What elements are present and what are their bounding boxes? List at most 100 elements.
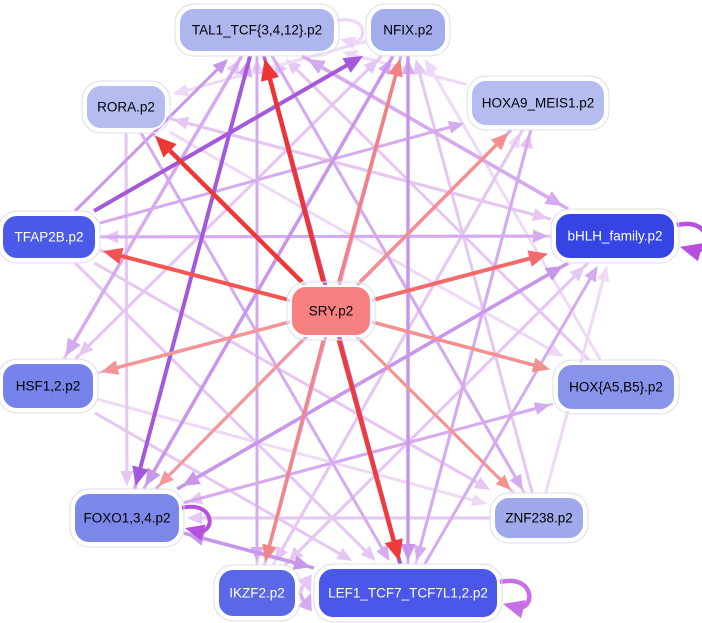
edge-znf238-foxo-arrowhead (187, 511, 202, 525)
node-box[interactable] (470, 79, 606, 127)
edge-lef1-bhlh (423, 266, 598, 565)
edge-tfap2b-tal1-arrowhead (212, 59, 228, 75)
edge-tal1-bhlh (301, 54, 563, 206)
self-loop-tal1 (336, 18, 365, 50)
node-outer-ring (365, 3, 451, 57)
node-box[interactable] (290, 285, 372, 337)
node-label-hoxa9: HOXA9_MEIS1.p2 (482, 96, 595, 111)
edge-tfap2b-lef1-arrowhead (360, 545, 376, 561)
node-outer-ring (81, 80, 171, 134)
node-znf238[interactable]: ZNF238.p2 (489, 492, 589, 544)
node-hsf[interactable]: HSF1,2.p2 (0, 358, 99, 414)
edge-tal1-znf238-arrowhead (509, 473, 523, 490)
edge-znf238-foxo (187, 511, 490, 525)
edge-nfix-rora-arrowhead (173, 83, 190, 97)
node-outer-ring (0, 358, 99, 414)
edge-nfix-lef1 (400, 56, 416, 561)
self-loop-lef1 (499, 578, 532, 619)
edge-sry-rora (155, 136, 304, 284)
edge-sry-tal1 (260, 59, 326, 283)
node-ikzf2[interactable]: IKZF2.p2 (213, 564, 301, 622)
edge-sry-bhlh-arrowhead (527, 250, 548, 267)
node-box[interactable] (73, 492, 181, 544)
edge-sry-foxo-arrowhead (158, 470, 174, 486)
node-hoxab[interactable]: HOX{A5,B5}.p2 (552, 359, 680, 415)
edge-tfap2b-hoxa9 (99, 120, 464, 225)
edge-rora-lef1 (139, 132, 390, 561)
edge-hoxa9-lef1 (414, 129, 533, 561)
edge-tfap2b-bhlh (99, 229, 548, 243)
edge-nfix-lef1-arrowhead (400, 544, 416, 561)
node-label-znf238: ZNF238.p2 (505, 511, 573, 526)
self-loop-lef1-arrowhead (503, 600, 526, 619)
edge-sry-hsf-arrowhead (101, 360, 120, 375)
edge-sry-znf238-arrowhead (495, 474, 511, 490)
node-box[interactable] (493, 496, 585, 540)
edge-rora-bhlh (169, 117, 548, 221)
edge-rora-foxo-arrowhead (120, 470, 134, 486)
edge-sry-hoxa9-arrowhead (490, 133, 509, 151)
node-label-tal1: TAL1_TCF{3,4,12}.p2 (192, 23, 322, 38)
node-box[interactable] (1, 362, 95, 410)
edge-sry-ikzf2 (262, 339, 326, 562)
node-label-bhlh: bHLH_family.p2 (567, 229, 662, 244)
node-label-lef1: LEF1_TCF7_TCF7L1,2.p2 (328, 586, 488, 601)
node-tal1[interactable]: TAL1_TCF{3,4,12}.p2 (174, 3, 340, 57)
node-box[interactable] (85, 84, 167, 130)
node-tfap2b[interactable]: TFAP2B.p2 (0, 210, 101, 264)
edge-tal1-hsf-arrowhead (65, 337, 81, 356)
node-box[interactable] (317, 567, 499, 619)
node-nfix[interactable]: NFIX.p2 (365, 3, 451, 57)
node-rora[interactable]: RORA.p2 (81, 80, 171, 134)
edge-tfap2b-bhlh-arrowhead (532, 229, 548, 243)
edge-tfap2b-tal1 (74, 59, 228, 213)
node-sry[interactable]: SRY.p2 (286, 281, 376, 341)
edge-ikzf2-lef1-arrowhead (297, 574, 312, 593)
edge-znf238-bhlh-arrowhead (596, 266, 610, 283)
edge-sry-tal1-arrowhead (260, 59, 280, 82)
edge-hsf-znf238-arrowhead (470, 493, 487, 507)
edge-bhlh-foxo (182, 261, 570, 486)
edge-tal1-bhlh-arrowhead (544, 191, 563, 206)
node-box[interactable] (178, 7, 336, 53)
edge-rora-lef1-arrowhead (376, 544, 390, 561)
self-loop-foxo-arrowhead (185, 524, 206, 541)
node-foxo[interactable]: FOXO1,3,4.p2 (69, 488, 185, 548)
node-box[interactable] (217, 568, 297, 618)
node-label-hsf: HSF1,2.p2 (16, 379, 81, 394)
edge-hoxab-nfix-arrowhead (424, 59, 439, 76)
edge-sry-foxo (158, 338, 304, 486)
node-box[interactable] (556, 363, 676, 411)
edge-lef1-bhlh-arrowhead (584, 266, 598, 283)
edge-bhlh-ikzf2 (288, 261, 589, 562)
edge-znf238-nfix-arrowhead (413, 59, 426, 76)
edge-sry-nfix-arrowhead (388, 59, 403, 78)
edge-tfap2b-nfix (93, 55, 363, 213)
node-box[interactable] (1, 214, 97, 260)
node-outer-ring (0, 210, 101, 264)
edge-ikzf2-lef1 (297, 592, 312, 612)
edge-rora-hoxab (169, 130, 564, 357)
edge-sry-ikzf2-arrowhead (262, 543, 277, 562)
node-hoxa9[interactable]: HOXA9_MEIS1.p2 (466, 75, 610, 131)
node-box[interactable] (369, 7, 447, 53)
edge-bhlh-foxo-arrowhead (182, 471, 201, 486)
node-bhlh[interactable]: bHLH_family.p2 (550, 208, 680, 264)
edge-sry-znf238 (359, 338, 511, 490)
edge-nfix-rora (173, 40, 367, 97)
self-loop-foxo (181, 504, 212, 541)
edge-tal1-hsf (65, 55, 244, 356)
node-lef1[interactable]: LEF1_TCF7_TCF7L1,2.p2 (313, 563, 503, 623)
edge-foxo-hoxab (183, 402, 550, 505)
self-loop-tal1-arrowhead (340, 36, 357, 50)
edge-sry-bhlh (374, 250, 548, 302)
node-outer-ring (213, 564, 301, 622)
node-box[interactable] (554, 212, 676, 260)
node-outer-ring (69, 488, 185, 548)
node-outer-ring (286, 281, 376, 341)
node-outer-ring (552, 359, 680, 415)
edge-rora-hoxab-arrowhead (547, 343, 564, 357)
node-label-sry: SRY.p2 (309, 304, 354, 319)
